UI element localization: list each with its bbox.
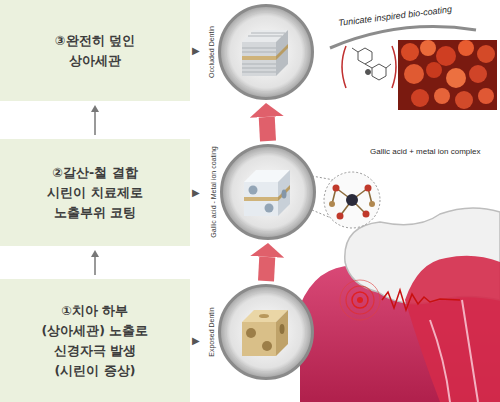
tunicate-photo (446, 68, 466, 88)
dentin-disc (228, 152, 308, 232)
pain-signal (340, 280, 380, 320)
step-box: ①치아 하부(상아세관) 노출로 신경자극 발생 (시린이 증상) (0, 279, 190, 402)
exposed-dentin-cube (242, 310, 288, 356)
metal-complex-inset (363, 211, 370, 218)
occluded-dentin-cube (276, 30, 288, 76)
catechol-structure (358, 48, 372, 64)
pain-signal (382, 290, 460, 310)
catechol-structure (352, 48, 391, 80)
tunicate-photo (420, 40, 436, 56)
metal-complex-inset (324, 172, 380, 228)
dentin-disc (222, 146, 314, 238)
tunicate-photo (478, 88, 494, 104)
pointer-mark: ▶ (192, 335, 200, 346)
exposed-dentin-cube (276, 310, 288, 356)
annotation: Tunicate inspired bio-coating (338, 5, 453, 29)
step-text: ③완전히 덮인 상아세관 (33, 31, 157, 71)
circle-label: Exposed Dentin (208, 307, 215, 356)
pain-signal (340, 280, 460, 320)
dentin-disc (220, 6, 314, 378)
catechol-structure (365, 64, 372, 68)
coated-dentin-cube (282, 190, 287, 199)
process-arrow (267, 117, 268, 141)
dentin-circle: Occluded Dentin (218, 4, 314, 100)
pain-signal (346, 286, 374, 314)
occluded-dentin-cube (242, 42, 276, 76)
step-text: ①치아 하부(상아세관) 노출로 신경자극 발생 (시린이 증상) (33, 301, 157, 381)
metal-complex-inset (333, 185, 340, 192)
dentin-disc (226, 12, 306, 92)
tunicate-photo (436, 46, 456, 66)
tunicate-photo (404, 64, 424, 84)
tunicate-photo (426, 62, 442, 78)
tunicate-photo (469, 65, 487, 83)
exposed-dentin-cube (280, 324, 285, 334)
dentin-disc (220, 6, 312, 98)
tunicate-photo (401, 43, 419, 61)
process-arrow (266, 257, 267, 281)
metal-complex-inset (312, 176, 334, 180)
circle-label: Occluded Dentin (208, 26, 215, 78)
occluded-dentin-cube (242, 56, 276, 60)
exposed-dentin-cube (262, 341, 272, 351)
coated-dentin-cube (249, 186, 258, 195)
pain-signal (352, 292, 368, 308)
catechol-structure (366, 70, 371, 75)
tunicate-photo (458, 40, 474, 56)
annotation: Gallic acid + metal ion complex (370, 148, 481, 157)
tunicate-photo (398, 40, 497, 110)
step-text: ②갈산-철 결합 시린이 치료제로 노출부위 코팅 (33, 163, 157, 223)
exposed-dentin-cube (242, 322, 276, 356)
metal-complex-inset (329, 201, 335, 207)
exposed-dentin-cube (259, 314, 269, 318)
tunicate-photo (398, 40, 497, 110)
metal-complex-inset (369, 201, 375, 207)
step-arrow (94, 257, 96, 275)
coated-dentin-cube (244, 197, 278, 201)
pain-signal (357, 297, 363, 303)
tooth-illustration (430, 300, 478, 402)
tunicate-photo (455, 91, 473, 109)
exposed-dentin-cube (246, 328, 256, 338)
tooth-illustration (300, 208, 500, 402)
catechol-structure (386, 64, 391, 68)
coated-dentin-cube (278, 170, 290, 216)
occluded-dentin-cube (242, 33, 285, 72)
step-box: ③완전히 덮인 상아세관 (0, 0, 190, 101)
occluded-dentin-cube (276, 44, 288, 60)
catechol-structure (352, 48, 358, 52)
step-arrow (94, 112, 96, 135)
coated-dentin-cube (278, 185, 290, 201)
metal-complex-inset (312, 172, 380, 228)
dentin-disc (226, 292, 306, 372)
dentin-disc (220, 286, 312, 378)
bio-coating-arc (342, 46, 346, 88)
catechol-structure (372, 64, 386, 80)
circle-label: Gallic acid - Metal ion coating (210, 146, 217, 237)
metal-complex-inset (346, 194, 358, 206)
bio-coating-arc (392, 46, 396, 88)
tunicate-photo (411, 89, 429, 107)
occluded-dentin-cube (242, 30, 288, 76)
pointer-mark: ▶ (192, 187, 200, 198)
dentin-circle: Gallic acid - Metal ion coating (220, 144, 316, 240)
metal-complex-inset (337, 213, 344, 220)
metal-complex-inset (365, 185, 372, 192)
tunicate-photo (434, 88, 450, 104)
tooth-illustration (405, 256, 500, 402)
step-box: ②갈산-철 결합 시린이 치료제로 노출부위 코팅 (0, 139, 190, 246)
dentin-circle: Exposed Dentin (218, 284, 314, 380)
pointer-mark: ▶ (192, 45, 200, 56)
coated-dentin-cube (244, 170, 290, 216)
coated-dentin-cube (265, 204, 274, 213)
tunicate-photo (477, 45, 495, 63)
coated-dentin-cube (244, 182, 278, 216)
